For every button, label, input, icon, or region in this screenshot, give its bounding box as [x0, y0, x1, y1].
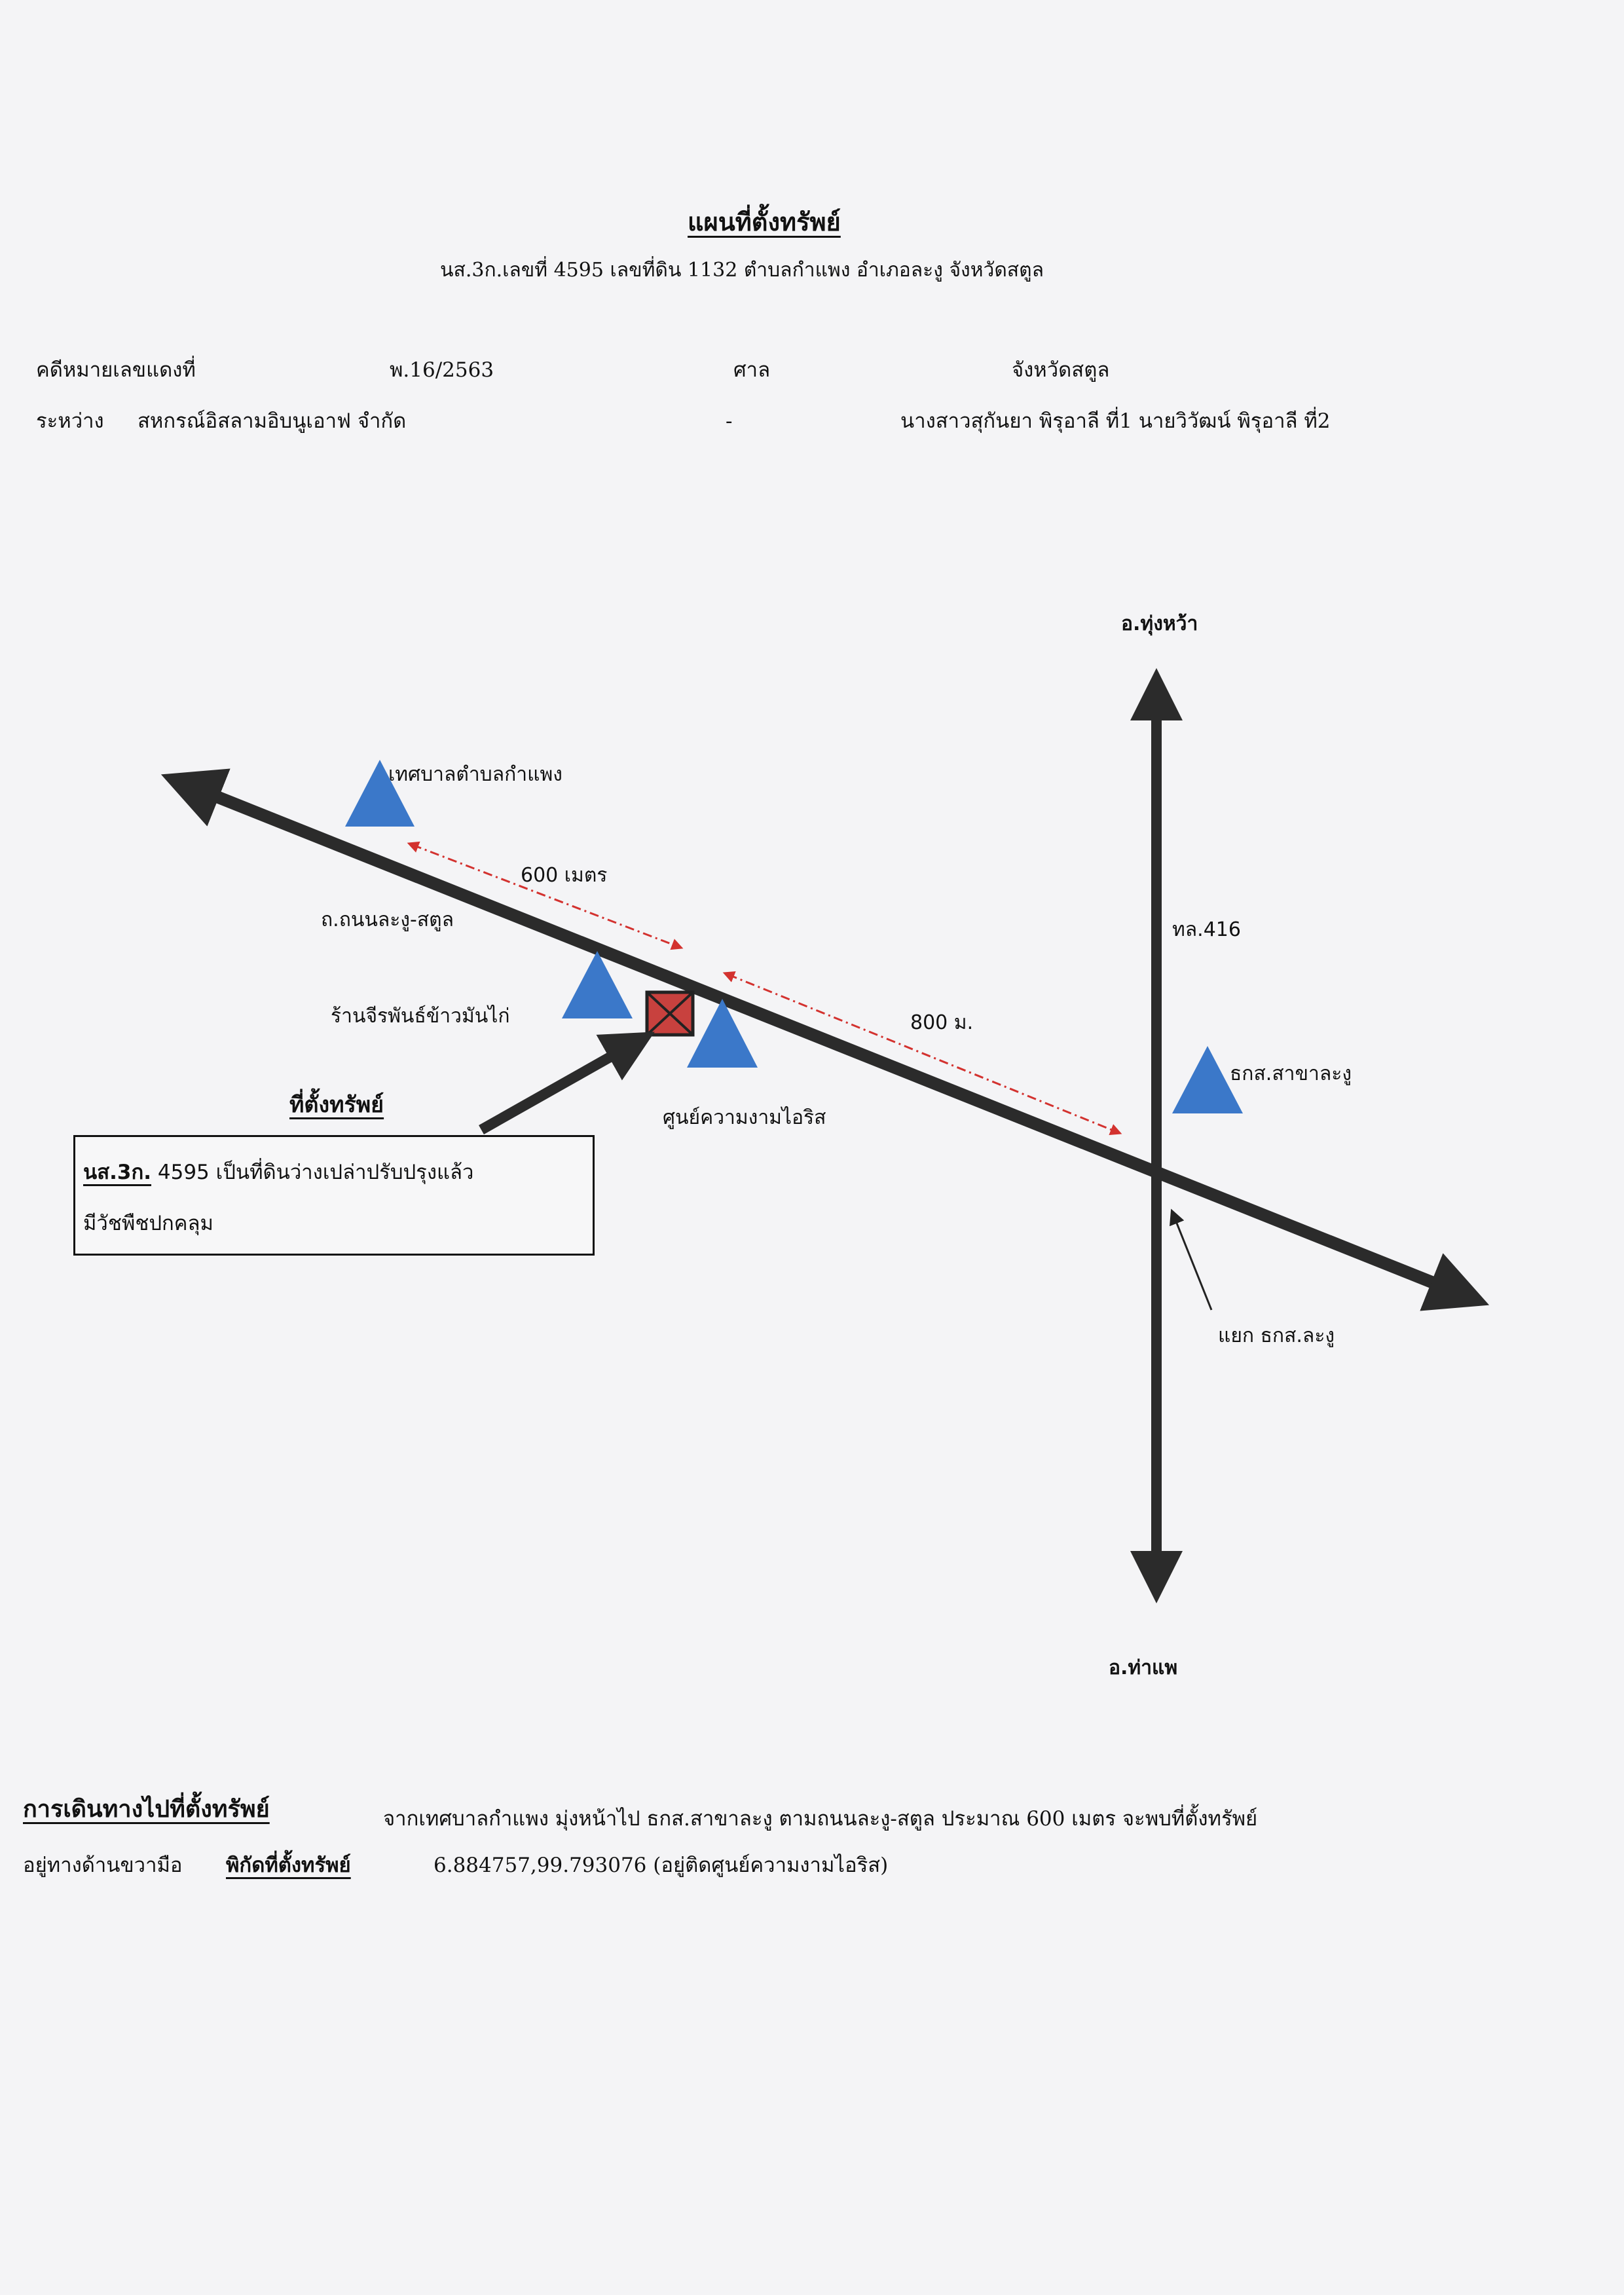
directions-text: จากเทศบาลกำแพง มุ่งหน้าไป ธกส.สาขาละงู ต… [383, 1807, 1258, 1831]
property-description-2: มีวัชพืชปกคลุม [83, 1212, 213, 1235]
south-destination-label: อ.ท่าแพ [1109, 1656, 1178, 1679]
page-title: แผนที่ตั้งทรัพย์ [688, 207, 841, 236]
property-pointer-arrow [479, 1032, 655, 1134]
distance-600m-label: 600 เมตร [521, 864, 608, 887]
property-description-1: เป็นที่ดินว่างเปล่าปรับปรุงแล้ว [215, 1161, 474, 1184]
landmark-label-beauty-center: ศูนย์ความงามไอริส [663, 1106, 826, 1129]
baac-bank-triangle-icon [1172, 1046, 1243, 1113]
landmark-label-restaurant: ร้านจีรพันธ์ข้าวมันไก่ [331, 1005, 510, 1028]
property-description-box: นส.3ก. 4595 เป็นที่ดินว่างเปล่าปรับปรุงแ… [73, 1135, 595, 1256]
defendants-names: นางสาวสุกันยา พิรุอาลี ที่1 นายวิวัฒน์ พ… [900, 409, 1331, 433]
directions-label: การเดินทางไปที่ตั้งทรัพย์ [23, 1796, 270, 1823]
side-text: อยู่ทางด้านขวามือ [23, 1854, 183, 1877]
plaintiff-name: สหกรณ์อิสลามอิบนูเอาฟ จำกัด [138, 409, 407, 433]
coordinates-label: พิกัดที่ตั้งทรัพย์ [226, 1854, 351, 1877]
distance-800m-line [722, 971, 1122, 1135]
court-label: ศาล [733, 358, 771, 382]
crossed-box-icon [645, 990, 695, 1037]
restaurant-triangle-icon [562, 951, 633, 1018]
distance-800m-label: 800 ม. [910, 1011, 974, 1034]
beauty-center-triangle-icon [687, 999, 758, 1068]
coordinates-text: 6.884757,99.793076 (อยู่ติดศูนย์ความงามไ… [434, 1854, 889, 1877]
distance-600m-line [407, 841, 684, 950]
highway-label: ทล.416 [1172, 918, 1241, 941]
case-label: คดีหมายเลขแดงที่ [36, 358, 196, 382]
north-destination-label: อ.ทุ่งหว้า [1121, 612, 1198, 635]
property-doc-label: นส.3ก. [83, 1161, 152, 1184]
municipality-triangle-icon [345, 760, 415, 827]
court-name: จังหวัดสตูล [1012, 358, 1110, 382]
property-doc-number: 4595 [157, 1161, 210, 1184]
case-number: พ.16/2563 [390, 358, 494, 382]
property-heading: ที่ตั้งทรัพย์ [289, 1092, 384, 1118]
landmark-label-baac-bank: ธกส.สาขาละงู [1230, 1062, 1352, 1085]
road-name-label: ถ.ถนนละงู-สตูล [321, 908, 454, 931]
junction-pointer-arrow [1169, 1208, 1213, 1311]
junction-label: แยก ธกส.ละงู [1218, 1324, 1335, 1347]
between-label: ระหว่าง [36, 409, 104, 433]
party-separator: - [726, 409, 733, 433]
page-subtitle: นส.3ก.เลขที่ 4595 เลขที่ดิน 1132 ตำบลกำแ… [440, 259, 1044, 282]
landmark-label-municipality: เทศบาลตำบลกำแพง [388, 763, 563, 786]
